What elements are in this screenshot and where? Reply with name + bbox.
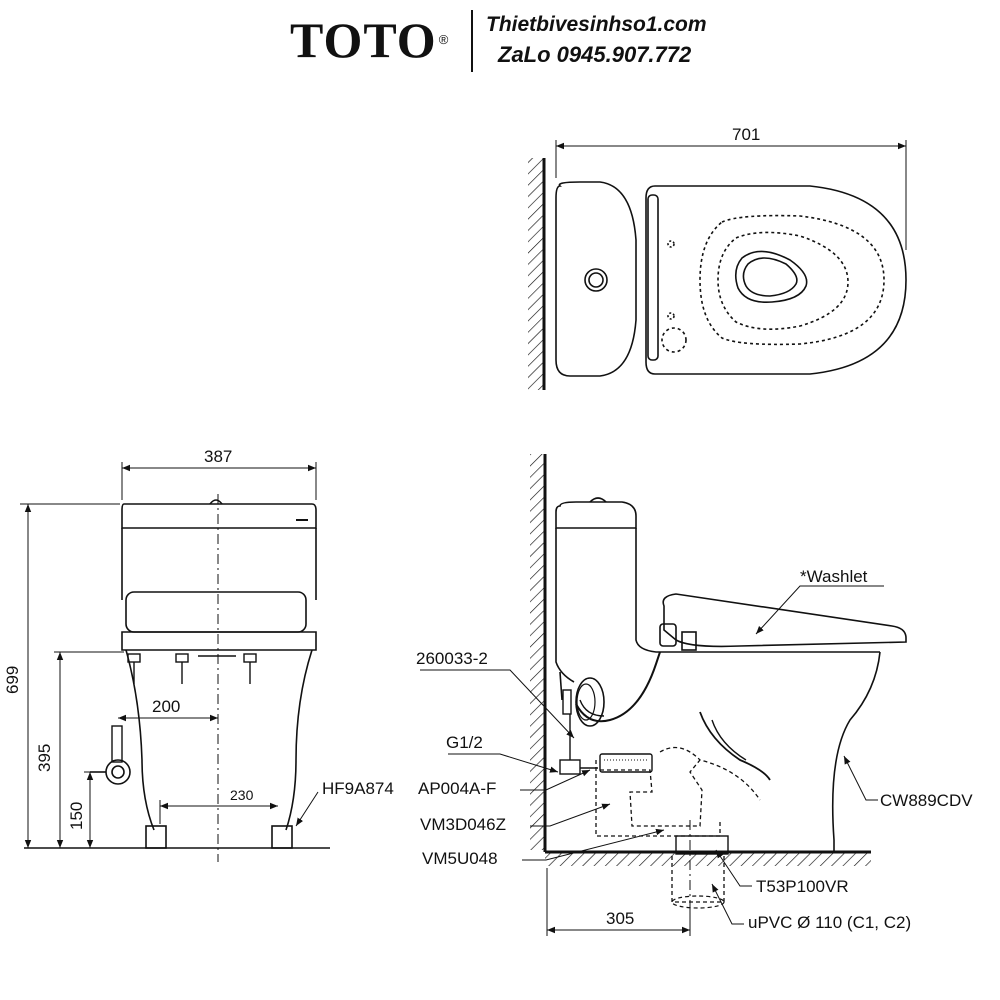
label-adapter: VM5U048: [422, 849, 498, 868]
registered-mark: ®: [438, 32, 450, 47]
label-bolt: HF9A874: [322, 779, 394, 798]
label-washlet: *Washlet: [800, 567, 868, 586]
brand-logo: TOTO®: [290, 12, 449, 68]
dim-supply-offset: 200: [152, 697, 180, 716]
website-text: Thietbivesinhso1.com: [486, 13, 707, 36]
label-valve: AP004A-F: [418, 779, 496, 798]
dim-rough-in: 305: [606, 909, 634, 928]
dim-front-width: 387: [204, 447, 232, 466]
label-pipe-part: T53P100VR: [756, 877, 849, 896]
label-pipe: uPVC Ø 110 (C1, C2): [748, 913, 911, 932]
front-view: [20, 462, 330, 862]
dim-total-height: 699: [3, 666, 22, 694]
dim-supply-height: 150: [67, 802, 86, 830]
contact-text: ZaLo 0945.907.772: [498, 42, 692, 67]
label-thread: G1/2: [446, 733, 483, 752]
label-flange: VM3D046Z: [420, 815, 506, 834]
header-divider: [471, 10, 473, 72]
label-hose: 260033-2: [416, 649, 488, 668]
dim-bolt-spacing: 230: [230, 787, 254, 803]
dim-seat-height: 395: [35, 744, 54, 772]
header: TOTO® Thietbivesinhso1.com ZaLo 0945.907…: [0, 0, 1000, 90]
side-view: [420, 454, 907, 936]
brand-name: TOTO: [290, 12, 437, 68]
label-body: CW889CDV: [880, 791, 973, 810]
dim-top-width: 701: [732, 125, 760, 144]
contact-block: Thietbivesinhso1.com ZaLo 0945.907.772: [486, 10, 707, 70]
top-view: [528, 140, 907, 390]
